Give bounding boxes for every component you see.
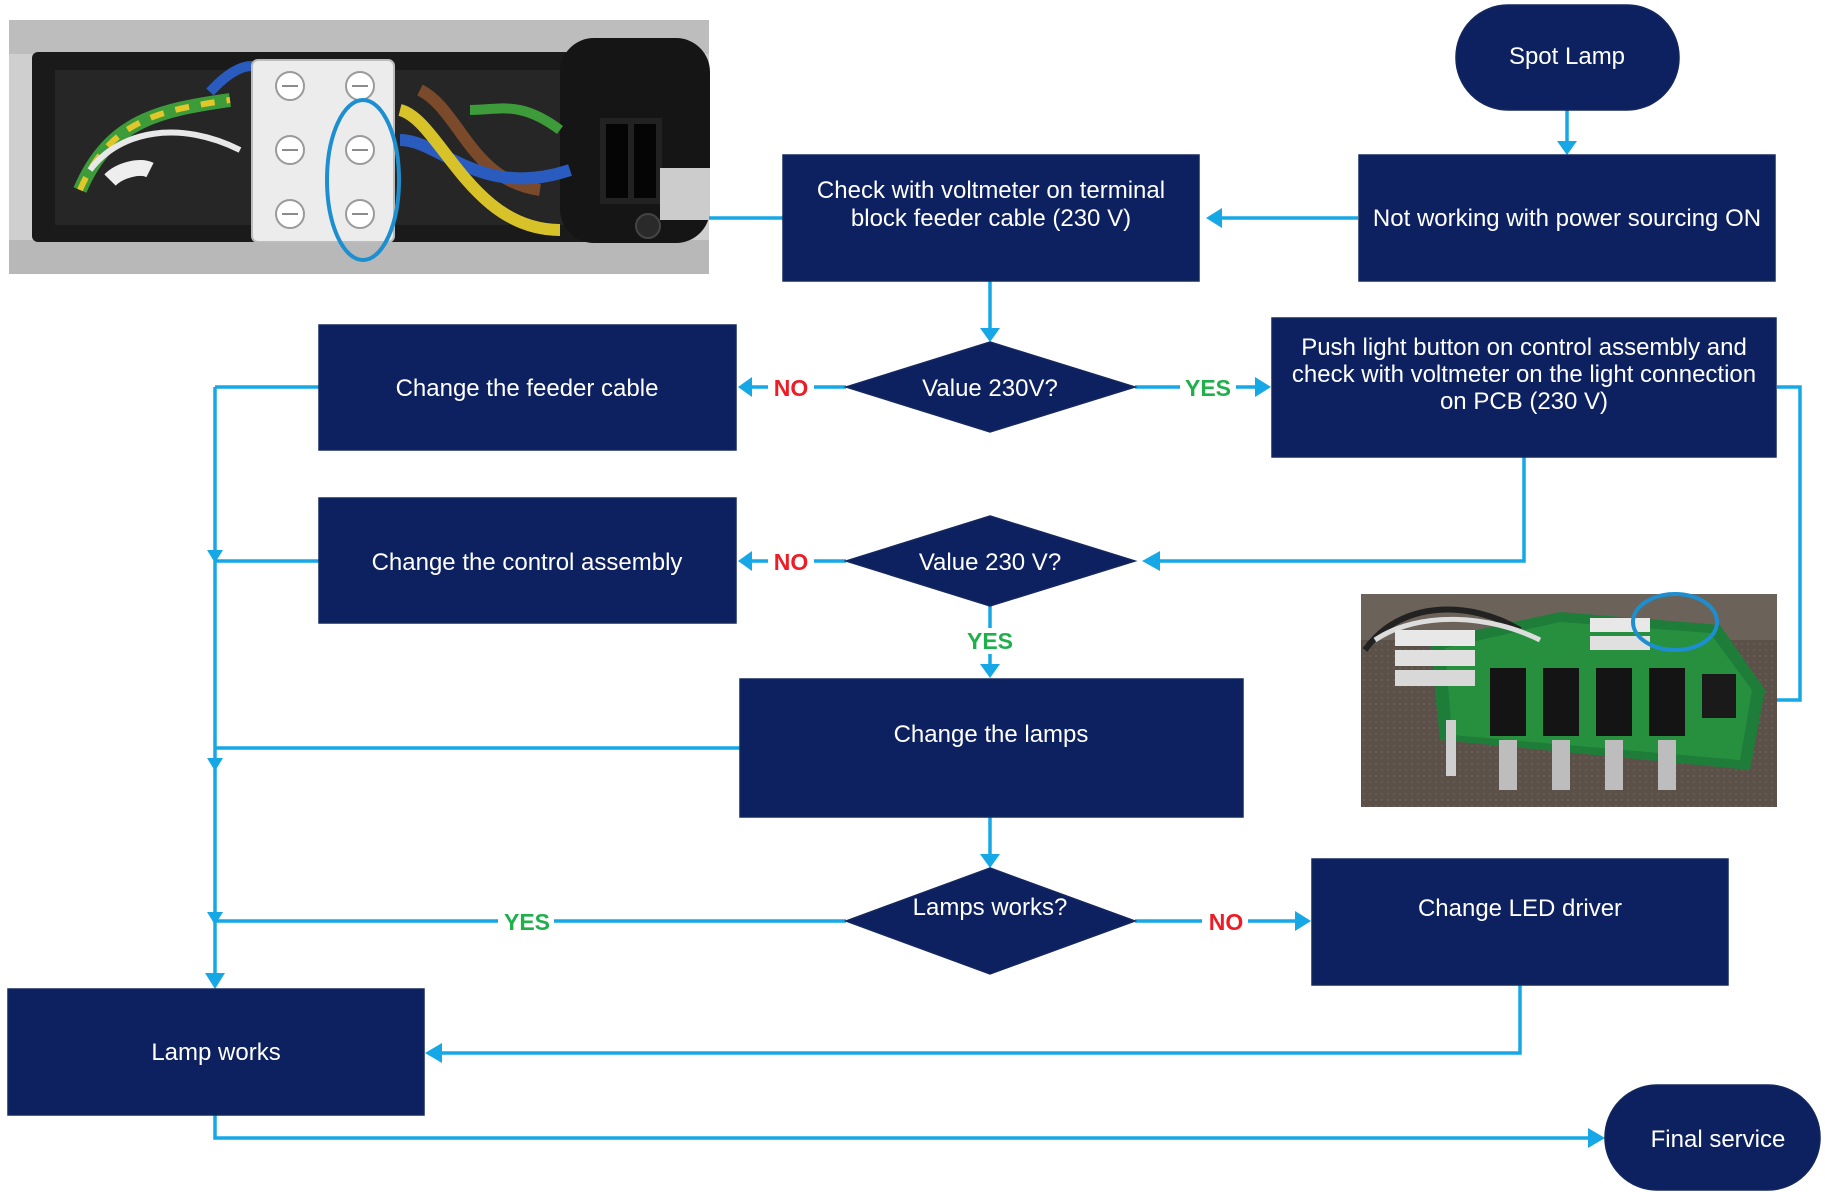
change-feeder-label: Change the feeder cable (396, 375, 659, 402)
decision-2-label: Value 230 V? (919, 549, 1061, 576)
no-label-1: NO (774, 375, 809, 401)
start-label: Spot Lamp (1509, 43, 1625, 70)
terminal-block-photo (9, 20, 710, 274)
change-control-label: Change the control assembly (372, 549, 683, 576)
decision-1-label: Value 230V? (922, 375, 1058, 402)
start-terminator: Spot Lamp (1455, 4, 1680, 111)
connectors (205, 110, 1802, 1148)
lamp-works-box: Lamp works (7, 988, 425, 1116)
no-label-3: NO (1209, 909, 1244, 935)
yes-label-3: YES (504, 909, 550, 935)
decision-3-label: Lamps works? (913, 894, 1068, 921)
check-voltmeter-box: Check with voltmeter on terminal block f… (782, 154, 1200, 282)
final-service-terminator: Final service (1604, 1084, 1821, 1191)
no-label-2: NO (774, 549, 809, 575)
decision-value-230v-2: Value 230 V? (843, 515, 1138, 607)
change-led-box: Change LED driver (1311, 858, 1729, 986)
change-lamps-box: Change the lamps (739, 678, 1244, 818)
yes-label-2: YES (967, 628, 1013, 654)
change-control-box: Change the control assembly (318, 497, 737, 624)
change-lamps-label: Change the lamps (894, 721, 1089, 748)
decision-lamps-works: Lamps works? (843, 867, 1138, 975)
check-voltmeter-label-line1: Check with voltmeter on terminal (817, 177, 1165, 204)
change-feeder-box: Change the feeder cable (318, 324, 737, 451)
pcb-photo (1361, 592, 1777, 807)
check-voltmeter-label-line2: block feeder cable (230 V) (851, 205, 1131, 232)
yes-label-1: YES (1185, 375, 1231, 401)
push-button-box: Push light button on control assembly an… (1271, 317, 1777, 458)
highlight-ring (325, 98, 401, 262)
final-service-label: Final service (1651, 1126, 1786, 1153)
lamp-works-label: Lamp works (151, 1039, 280, 1066)
branch-labels: NO YES NO YES NO YES (498, 374, 1248, 935)
push-button-label-line3: on PCB (230 V) (1440, 388, 1608, 415)
not-working-box: Not working with power sourcing ON (1358, 154, 1776, 282)
decision-value-230v-1: Value 230V? (843, 341, 1138, 433)
not-working-label: Not working with power sourcing ON (1373, 205, 1761, 232)
push-button-label-line2: check with voltmeter on the light connec… (1292, 361, 1756, 388)
change-led-label: Change LED driver (1418, 895, 1622, 922)
push-button-label-line1: Push light button on control assembly an… (1301, 334, 1747, 361)
